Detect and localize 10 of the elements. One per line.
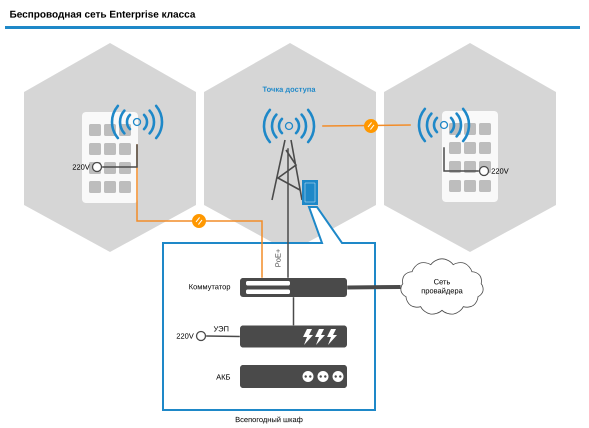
connector xyxy=(443,147,479,172)
connector xyxy=(206,335,240,338)
connector xyxy=(287,148,289,278)
connector xyxy=(292,297,294,326)
connector xyxy=(347,285,401,290)
connector xyxy=(322,124,411,127)
connector xyxy=(102,144,138,168)
title: Беспроводная сеть Enterprise класса xyxy=(10,10,196,20)
wifi-icon xyxy=(418,108,470,142)
wifi-icon xyxy=(110,104,164,140)
